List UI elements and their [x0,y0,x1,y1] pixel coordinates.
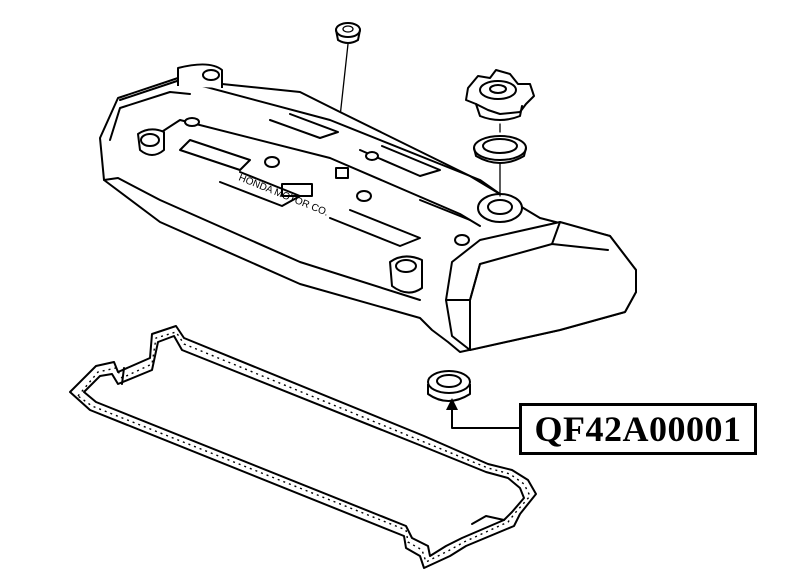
spark-plug-tube-seal [427,370,471,402]
valve-cover: HONDA MOTOR CO. [99,63,637,353]
part-number-label: QF42A00001 [519,403,757,455]
cover-gasket [69,325,537,569]
oil-filler-cap [465,69,535,121]
part-leader-arrow [446,398,521,429]
oil-cap-seal [473,123,527,197]
